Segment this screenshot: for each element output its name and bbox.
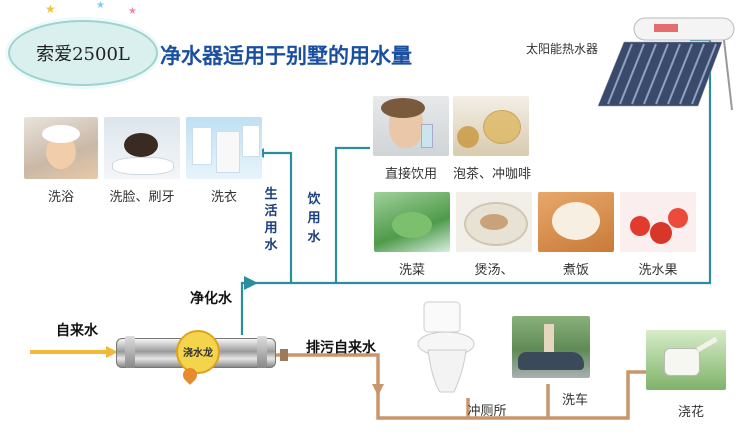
life-water-pipe	[262, 151, 293, 283]
woman-drinking-photo	[373, 96, 449, 156]
label-laundry: 洗衣	[210, 190, 237, 205]
label-drink: 直接饮用	[384, 167, 437, 182]
label-tea-coffee: 泡茶、冲咖啡	[452, 167, 531, 182]
label-cook-rice: 煮饭	[562, 263, 589, 278]
purified-arrow	[244, 276, 258, 290]
drink-water-pipe	[334, 146, 370, 283]
star-decoration: ★	[128, 6, 137, 17]
solar-heater-icon	[597, 17, 735, 111]
life-char: 用	[264, 221, 278, 236]
star-decoration: ★	[45, 2, 56, 16]
drink-char: 用	[307, 211, 321, 226]
label-shower: 洗浴	[47, 190, 74, 205]
vegetable-wash-photo	[374, 192, 450, 252]
label-flush-toilet: 冲厕所	[467, 404, 507, 419]
page-title: 净水器适用于别墅的用水量	[160, 44, 412, 68]
watering-can-photo	[646, 330, 726, 390]
star-decoration: ★	[96, 0, 105, 11]
purified-water-label: 净化水	[190, 291, 232, 307]
solar-heater-label: 太阳能热水器	[526, 42, 599, 56]
tap-arrow	[106, 346, 118, 358]
teapot-photo	[453, 96, 529, 156]
purifier-logo: 浇水龙	[176, 330, 220, 374]
drink-char: 饮	[307, 192, 321, 207]
soup-bowl-photo	[456, 192, 532, 252]
label-car-wash: 洗车	[561, 393, 588, 408]
header-badge: 索爱2500L	[8, 20, 158, 86]
face-wash-photo	[104, 117, 180, 179]
fruit-wash-photo	[620, 192, 696, 252]
label-soup: 煲汤、	[474, 263, 514, 278]
drink-water-label: 饮 用 水	[306, 190, 322, 247]
drain-arrow	[372, 384, 384, 396]
laundry-photo	[186, 117, 262, 179]
drain-valve	[280, 349, 288, 361]
toilet-photo	[417, 301, 475, 393]
tap-water-label: 自来水	[56, 323, 98, 339]
label-wash-vegetables: 洗菜	[398, 263, 425, 278]
label-water-flowers: 浇花	[677, 405, 704, 420]
purifier-logo-text: 浇水龙	[183, 348, 213, 359]
rice-photo	[538, 192, 614, 252]
label-face-wash: 洗脸、刷牙	[109, 190, 175, 205]
life-char: 水	[264, 238, 278, 253]
badge-text: 索爱2500L	[36, 44, 130, 65]
life-water-label: 生 活 用 水	[263, 186, 279, 254]
drink-char: 水	[307, 230, 321, 245]
car-wash-photo	[512, 316, 590, 378]
child-shower-photo	[24, 117, 98, 179]
drain-water-label: 排污自来水	[306, 340, 376, 356]
label-wash-fruit: 洗水果	[638, 263, 678, 278]
life-char: 生	[264, 187, 278, 202]
life-char: 活	[264, 204, 278, 219]
drain-pipes	[270, 353, 650, 420]
